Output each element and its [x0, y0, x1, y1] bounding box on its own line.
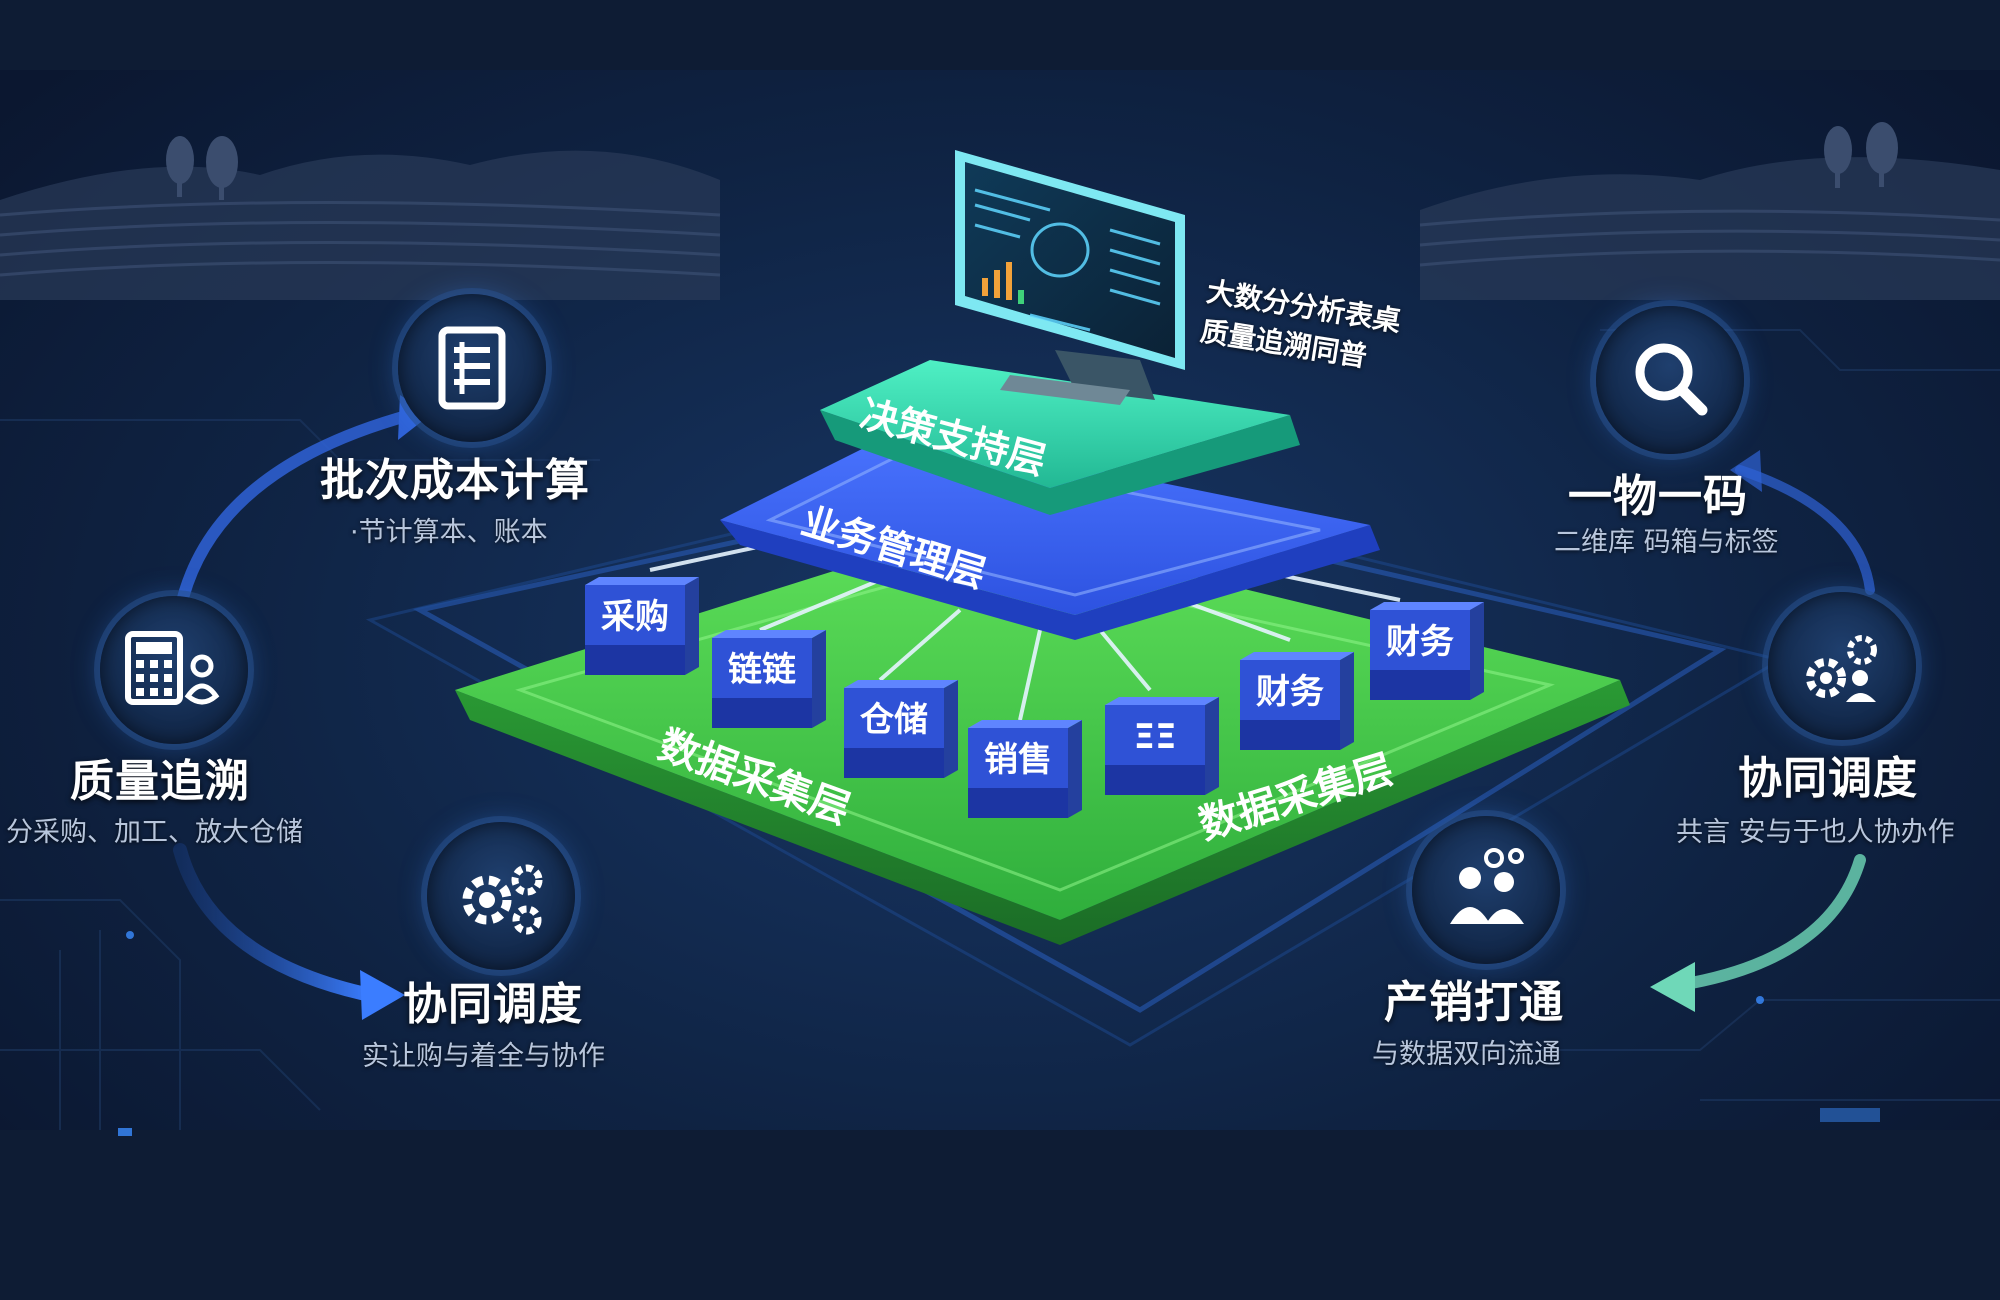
- module-block-label: 仓储: [860, 700, 928, 740]
- module-block-top: [1105, 697, 1219, 705]
- flow-arrows: [173, 409, 1875, 1002]
- people-icon-badge: [1412, 816, 1560, 964]
- module-block-label: 采购: [601, 597, 669, 637]
- hills-right: [1420, 157, 2000, 300]
- production-sales-title: 产销打通: [1384, 977, 1564, 1028]
- arrow-head-top-left: [398, 395, 430, 440]
- people-icon: [1450, 848, 1524, 924]
- quality-trace-subtitle: 分采购、加工、放大仓储: [6, 817, 303, 848]
- trees-right: [1824, 122, 1898, 188]
- module-block: ΞΞ: [1105, 697, 1219, 795]
- gear-people-icon-badge: [1768, 592, 1916, 740]
- business-layer-side: [720, 520, 1380, 640]
- module-block-side: [1240, 720, 1340, 750]
- module-block-side: [968, 788, 1068, 818]
- module-block-edge: [944, 680, 958, 778]
- module-block-side: [1105, 765, 1205, 795]
- module-block-side: [712, 698, 812, 728]
- module-block-edge: [812, 630, 826, 728]
- module-block-top: [1240, 652, 1354, 660]
- business-layer-inner-edge: [765, 448, 1321, 597]
- arrow-head-bottom-left: [360, 970, 405, 1020]
- calculator-icon: [125, 631, 220, 705]
- search-icon: [1635, 343, 1708, 416]
- module-block-label: 链链: [728, 650, 796, 690]
- module-block: 采购: [585, 577, 699, 675]
- module-block-top: [968, 720, 1082, 728]
- dashboard-monitor: [955, 150, 1185, 405]
- module-block: 销售: [968, 720, 1082, 818]
- module-block-edge: [1340, 652, 1354, 750]
- decision-layer-side: [820, 410, 1300, 515]
- module-block-face: [968, 728, 1068, 788]
- field-lines-right: [1419, 209, 2000, 267]
- coordination-left-title: 协同调度: [403, 979, 583, 1030]
- coordination-right-title: 协同调度: [1738, 753, 1918, 804]
- one-code-subtitle: 二维库 码箱与标签: [1554, 527, 1779, 558]
- hills-left: [0, 150, 720, 300]
- module-block-label: ΞΞ: [1134, 717, 1177, 757]
- module-block-top: [844, 680, 958, 688]
- one-code-title: 一物一码: [1568, 471, 1748, 522]
- batch-cost-title: 批次成本计算: [320, 455, 590, 506]
- circuit-nodes: [118, 931, 1880, 1136]
- top-band: [0, 0, 2000, 70]
- module-block: 仓储: [844, 680, 958, 778]
- module-block-edge: [1470, 602, 1484, 700]
- quality-trace-title: 质量追溯: [70, 756, 250, 807]
- calculator-icon-badge: [100, 596, 248, 744]
- module-block-top: [1370, 602, 1484, 610]
- business-layer: [720, 430, 1370, 615]
- arrow-head-bottom-right: [1650, 962, 1695, 1012]
- batch-cost-subtitle: ·节计算本、账本: [350, 517, 548, 548]
- module-block: 链链: [712, 630, 826, 728]
- module-block-edge: [1205, 697, 1219, 795]
- module-block-top: [585, 577, 699, 585]
- module-block-face: [712, 638, 812, 698]
- gears-icon-badge: [427, 822, 575, 970]
- module-block-label: 销售: [984, 740, 1052, 780]
- coordination-left-subtitle: 实让购与着全与协作: [362, 1041, 605, 1072]
- module-block-side: [1370, 670, 1470, 700]
- module-block-face: [1240, 660, 1340, 720]
- module-block: 财务: [1240, 652, 1354, 750]
- module-block-edge: [1068, 720, 1082, 818]
- search-icon-badge: [1596, 306, 1744, 454]
- gears-icon: [462, 864, 543, 935]
- module-block-side: [585, 645, 685, 675]
- ledger-icon-badge: [398, 294, 546, 442]
- module-block-label: 财务: [1256, 672, 1324, 712]
- module-block-edge: [685, 577, 699, 675]
- trees-left: [166, 136, 238, 200]
- module-block-top: [712, 630, 826, 638]
- production-sales-subtitle: 与数据双向流通: [1372, 1039, 1561, 1070]
- decision-layer: [820, 360, 1290, 488]
- module-block-label: 财务: [1386, 622, 1454, 662]
- module-block-face: [1105, 705, 1205, 765]
- module-block: 财务: [1370, 602, 1484, 700]
- gear-people-icon: [1806, 635, 1877, 702]
- coordination-right-subtitle: 共言 安与于也人协办作: [1676, 817, 1955, 848]
- arrow-head-top-right: [1730, 450, 1762, 492]
- field-lines-left: [0, 201, 721, 277]
- bottom-band: [0, 1130, 2000, 1300]
- module-block-face: [1370, 610, 1470, 670]
- module-block-face: [585, 585, 685, 645]
- ledger-icon: [438, 326, 506, 410]
- module-block-side: [844, 748, 944, 778]
- module-block-face: [844, 688, 944, 748]
